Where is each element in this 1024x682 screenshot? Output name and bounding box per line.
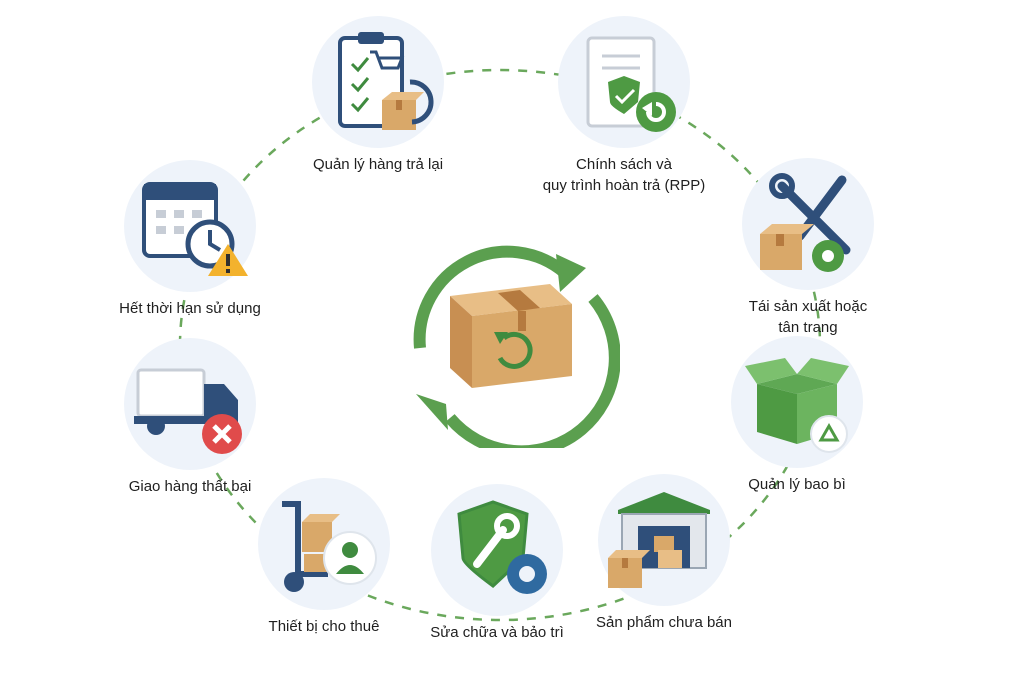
circular-recycle-arrows bbox=[413, 245, 620, 448]
warehouse-boxes-icon bbox=[598, 474, 730, 606]
node-label: Giao hàng thất bại bbox=[128, 478, 252, 495]
cardboard-box-return-icon bbox=[450, 284, 572, 388]
node-returns-management: Quản lý hàng trả lại bbox=[258, 16, 498, 175]
node-remanufacture: Tái sản xuất hoặc tân trang bbox=[688, 158, 928, 338]
node-return-policy: Chính sách và quy trình hoàn trả (RPP) bbox=[504, 16, 744, 196]
node-label: Sửa chữa và bảo trì bbox=[430, 624, 564, 641]
hand-truck-person-icon bbox=[258, 478, 390, 610]
node-repair-maintenance: Sửa chữa và bảo trì bbox=[377, 484, 617, 643]
node-label: Tái sản xuất hoặc tân trang bbox=[748, 298, 868, 336]
clipboard-cart-return-icon bbox=[312, 16, 444, 148]
node-label: Thiết bị cho thuê bbox=[268, 618, 380, 635]
node-expired: Hết thời hạn sử dụng bbox=[70, 160, 310, 319]
document-shield-return-icon bbox=[558, 16, 690, 148]
tools-gear-box-icon bbox=[742, 158, 874, 290]
node-rental-equipment: Thiết bị cho thuê bbox=[204, 478, 444, 637]
truck-cross-icon bbox=[124, 338, 256, 470]
node-label: Quản lý hàng trả lại bbox=[312, 156, 444, 173]
node-failed-delivery: Giao hàng thất bại bbox=[70, 338, 310, 497]
node-unsold-products: Sản phẩm chưa bán bbox=[544, 474, 784, 633]
calendar-clock-warning-icon bbox=[124, 160, 256, 292]
node-label: Quản lý bao bì bbox=[748, 476, 846, 493]
center-returns-cycle bbox=[413, 245, 620, 448]
shield-wrench-gear-icon bbox=[431, 484, 563, 616]
node-label: Chính sách và quy trình hoàn trả (RPP) bbox=[542, 156, 706, 194]
open-box-recycle-icon bbox=[731, 336, 863, 468]
node-label: Sản phẩm chưa bán bbox=[596, 614, 732, 631]
node-label: Hết thời hạn sử dụng bbox=[119, 300, 261, 317]
node-packaging-management: Quản lý bao bì bbox=[677, 336, 917, 495]
